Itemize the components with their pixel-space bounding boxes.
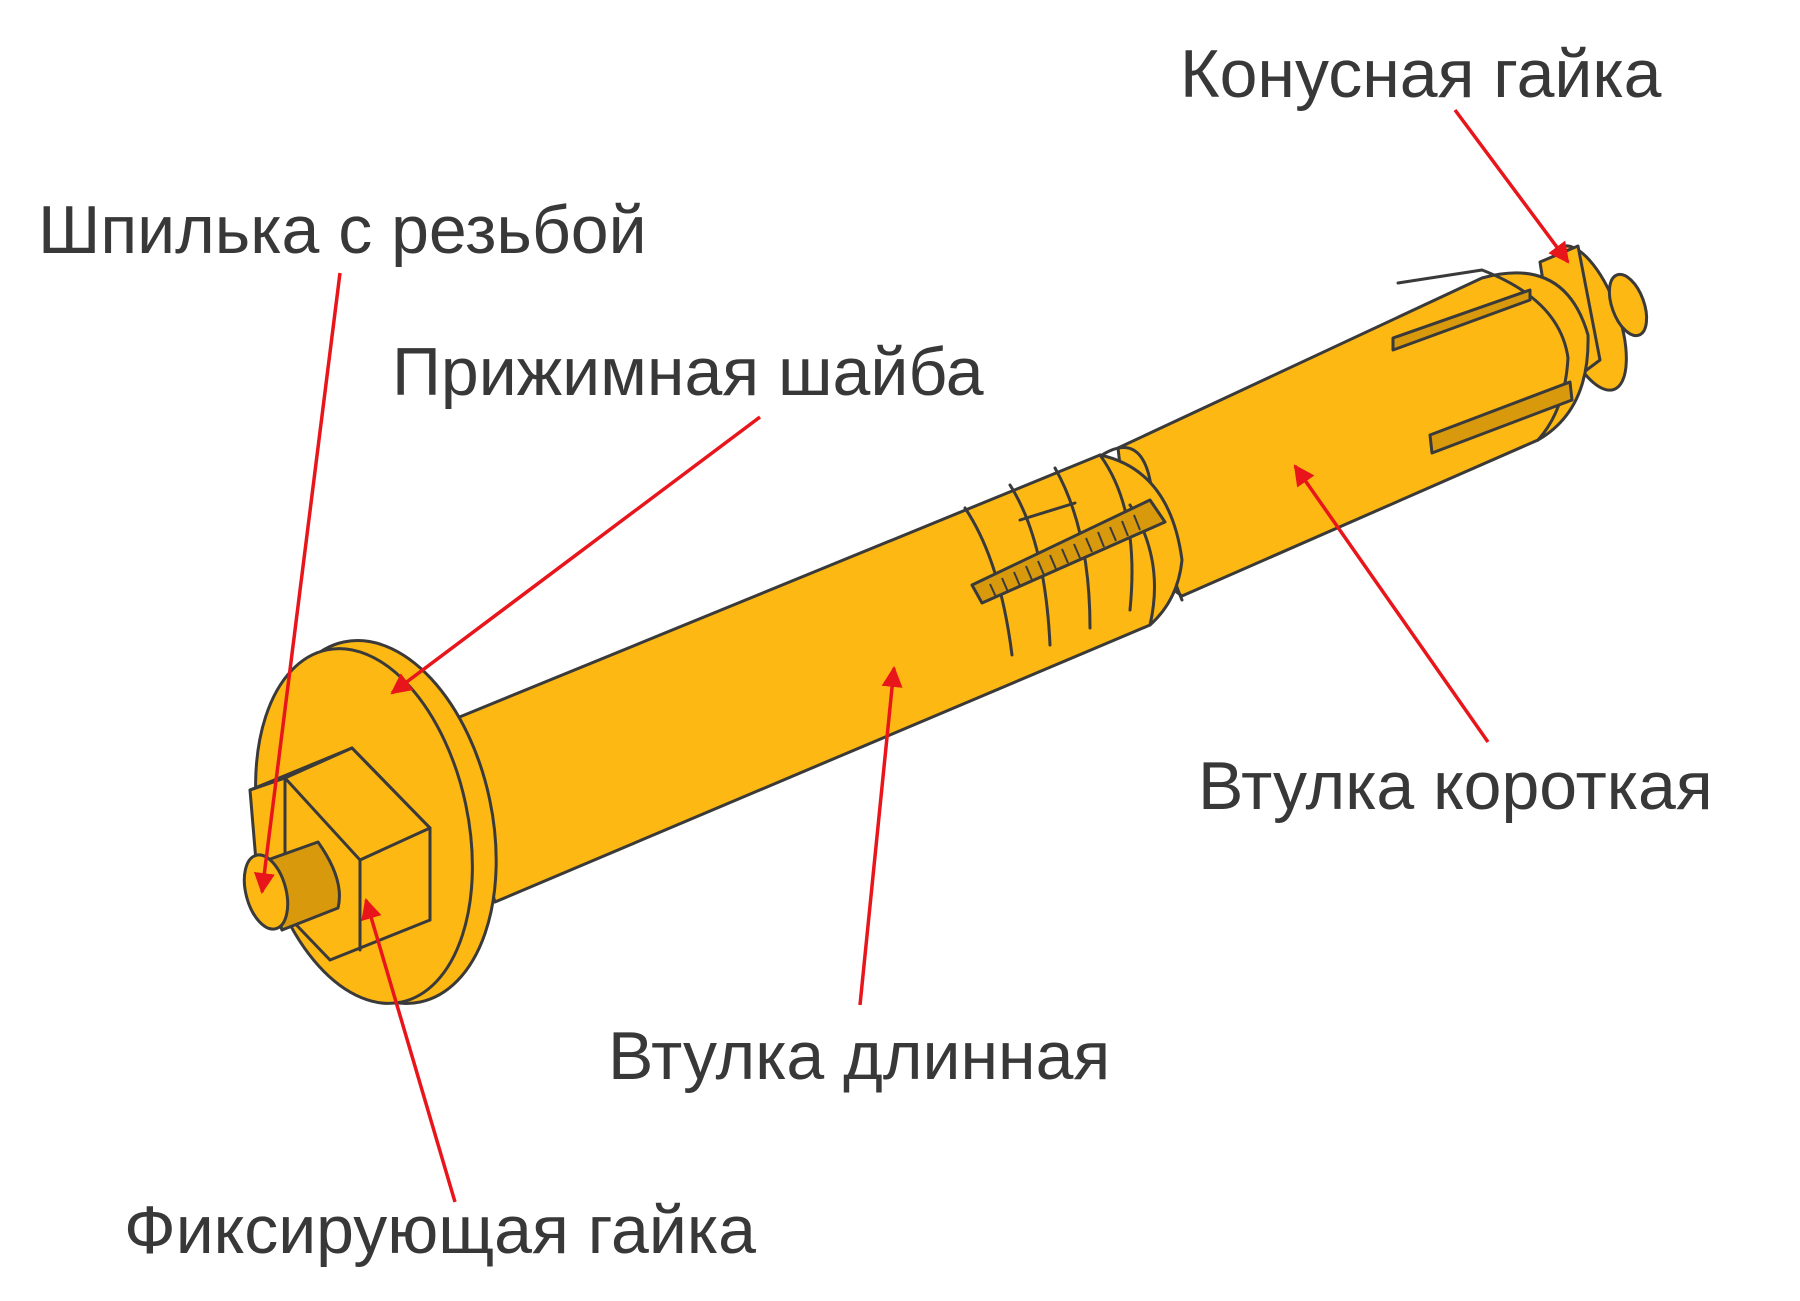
arrow-cone-nut <box>1453 108 1570 264</box>
arrow-fixing-nut <box>361 897 457 1203</box>
label-fixing-nut: Фиксирующая гайка <box>124 1192 756 1268</box>
arrow-pressure-washer <box>390 415 762 695</box>
label-threaded-rod: Шпилька с резьбой <box>38 192 647 268</box>
label-short-sleeve: Втулка короткая <box>1198 748 1713 824</box>
arrows <box>253 108 1570 1203</box>
label-long-sleeve: Втулка длинная <box>608 1018 1111 1094</box>
arrow-long-sleeve <box>858 665 903 1006</box>
label-cone-nut: Конусная гайка <box>1180 36 1662 112</box>
long-sleeve <box>438 453 1184 904</box>
label-pressure-washer: Прижимная шайба <box>392 334 984 410</box>
arrow-threaded-rod <box>253 272 342 895</box>
short-sleeve <box>1100 268 1590 602</box>
arrow-short-sleeve <box>1293 464 1490 744</box>
